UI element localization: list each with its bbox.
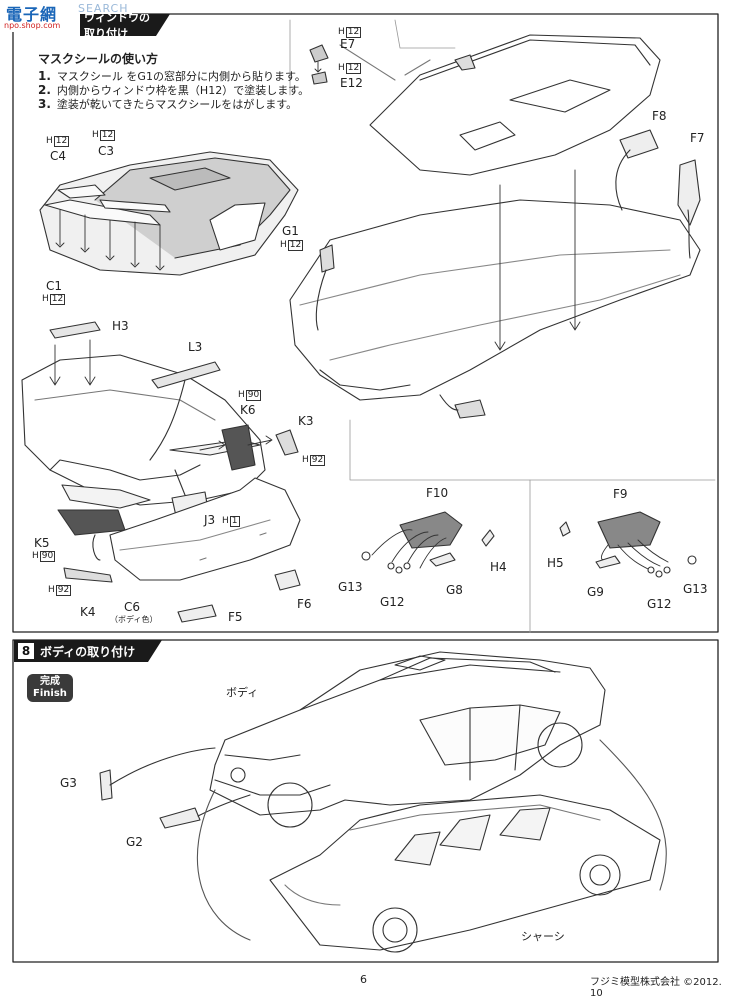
part-label-h3: H3 xyxy=(112,319,129,333)
part-label-g1: G1 xyxy=(282,224,299,238)
part-label-g8: G8 xyxy=(446,583,463,597)
watermark-search: SEARCH xyxy=(78,2,129,15)
body-chassis-drawing xyxy=(99,651,667,953)
step7-frame xyxy=(12,13,719,633)
mask-step-3: 3.塗装が乾いてきたらマスクシールをはがします。 xyxy=(38,97,298,112)
step8-title: ボディの取り付け xyxy=(40,644,136,659)
step8-frame xyxy=(12,639,719,963)
part-label-c4: C4 xyxy=(50,149,67,163)
part-label-g12-left: G12 xyxy=(380,595,405,609)
part-label-g13-left: G13 xyxy=(338,580,363,594)
step8-header: 8 ボディの取り付け xyxy=(14,640,162,662)
part-label-k3: K3 xyxy=(298,414,314,428)
part-label-j3: J3 xyxy=(204,513,216,527)
chassis-label: シャーシ xyxy=(521,930,565,943)
part-label-f6: F6 xyxy=(297,597,312,611)
part-label-f8: F8 xyxy=(652,109,667,123)
finish-en: Finish xyxy=(33,688,67,699)
roof-assembly-drawing xyxy=(289,34,701,419)
part-label-g2: G2 xyxy=(126,835,143,849)
finish-jp: 完成 xyxy=(40,676,60,687)
part-label-c6-body-color: （ボディ色） xyxy=(110,615,158,624)
page-number: 6 xyxy=(360,973,367,986)
mask-instructions-title: マスクシールの使い方 xyxy=(38,52,159,66)
watermark-url: npo.shop.com xyxy=(4,21,61,30)
part-label-e7: E7 xyxy=(340,37,356,51)
rear-body-drawing xyxy=(21,321,301,623)
part-label-f7: F7 xyxy=(690,131,705,145)
step7-header: ウィンドウの取り付け xyxy=(80,14,170,36)
part-label-h5: H5 xyxy=(547,556,564,570)
part-label-k6: K6 xyxy=(240,403,256,417)
part-label-f9: F9 xyxy=(613,487,628,501)
part-label-k4: K4 xyxy=(80,605,96,619)
part-label-h4: H4 xyxy=(490,560,507,574)
part-label-g13-right: G13 xyxy=(683,582,708,596)
body-label: ボディ xyxy=(226,686,259,699)
part-label-c3: C3 xyxy=(98,144,115,158)
watermark-text: 電子網 xyxy=(6,5,58,24)
mask-step-1: 1.マスクシール をG1の窓部分に内側から貼ります。 xyxy=(38,69,306,84)
copyright: フジミ模型株式会社 ©2012. 10 xyxy=(590,977,722,999)
finish-badge: 完成 Finish xyxy=(27,674,73,702)
part-label-f5: F5 xyxy=(228,610,243,624)
part-label-g9: G9 xyxy=(587,585,604,599)
f10-lamp-drawing xyxy=(361,511,495,574)
part-label-l3: L3 xyxy=(188,340,203,354)
part-label-c6: C6 xyxy=(124,600,141,614)
f9-lamp-drawing xyxy=(559,511,697,578)
part-label-g12-right: G12 xyxy=(647,597,672,611)
part-label-c1: C1 xyxy=(46,279,63,293)
part-label-e12: E12 xyxy=(340,76,363,90)
part-label-k5: K5 xyxy=(34,536,50,550)
window-g1-drawing xyxy=(39,151,299,276)
part-label-f10: F10 xyxy=(426,486,449,500)
step8-number: 8 xyxy=(18,643,34,659)
part-label-g3: G3 xyxy=(60,776,77,790)
mask-step-2: 2.内側からウィンドウ枠を黒（H12）で塗装します。 xyxy=(38,83,310,98)
